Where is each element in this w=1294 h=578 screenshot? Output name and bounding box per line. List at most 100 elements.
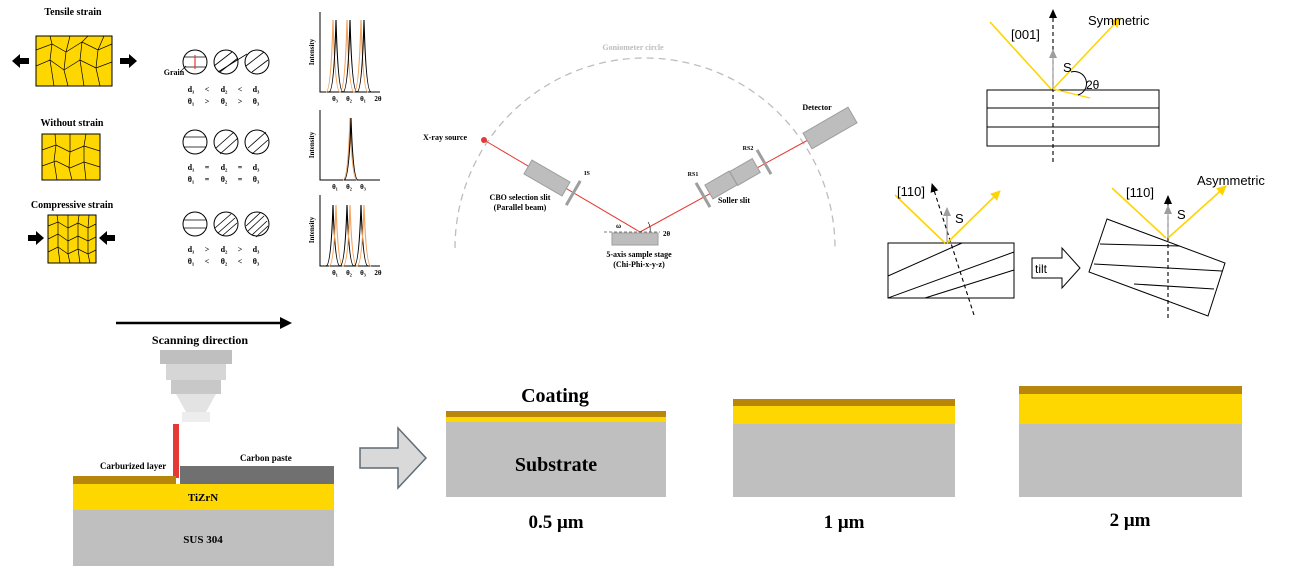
- rs1-label: RS1: [688, 172, 699, 178]
- svg-text:θ₃: θ₃: [332, 95, 338, 103]
- tensile-title: Tensile strain: [44, 7, 102, 18]
- rs2-label: RS2: [743, 146, 754, 152]
- stage-label: 5-axis sample stage: [606, 250, 672, 259]
- detector-label: Detector: [802, 103, 832, 112]
- sample-stage: [611, 232, 659, 246]
- peak-plot-none: Intensity θ₁ θ₂ θ₃: [308, 110, 380, 191]
- coating-sample-2um: 2 μm: [1019, 386, 1242, 531]
- symmetric-diffracted-ray: [1052, 17, 1121, 90]
- tensile-arrow-left-icon: [12, 54, 29, 68]
- svg-text:>: >: [205, 245, 210, 254]
- asymmetric-diffracted-ray-left: [946, 190, 1001, 244]
- symmetric-direction: [001]: [1011, 27, 1040, 42]
- thickness-label-1: 1 μm: [824, 512, 865, 533]
- process-arrow-icon: [359, 426, 428, 490]
- svg-text:θ₁: θ₁: [332, 183, 338, 191]
- asymmetric-s-label-left: S: [955, 211, 964, 226]
- svg-text:θ₁: θ₁: [188, 257, 195, 266]
- soller-slit-box-2: [729, 157, 761, 187]
- relation-rows: d₁ < d₂ < d₃ θ₁ > θ₂ > θ₃ d₁ = d₂ = d₃: [188, 85, 260, 266]
- goniometer-diagram: Goniometer circle X-ray source IS CBO se…: [423, 43, 858, 269]
- svg-text:θ₂: θ₂: [221, 175, 228, 184]
- svg-text:>: >: [205, 97, 210, 106]
- svg-text:d₂: d₂: [221, 245, 228, 254]
- svg-text:θ₃: θ₃: [253, 175, 260, 184]
- compressive-grains: [48, 215, 96, 263]
- asymmetric-normal-left: [930, 183, 975, 316]
- svg-text:θ₂: θ₂: [346, 183, 352, 191]
- asymmetric-geometry: [110] S tilt [110] S Asymmetric: [887, 173, 1265, 318]
- svg-text:d₃: d₃: [253, 163, 260, 172]
- cbo-slit-label: CBO selection slit: [490, 193, 551, 202]
- asymmetric-direction-left: [110]: [897, 184, 925, 199]
- stage-sublabel: (Chi-Phi-x-y-z): [613, 260, 665, 269]
- is-slit: [564, 180, 582, 206]
- asymmetric-diffracted-ray-right: [1167, 185, 1227, 239]
- is-label: IS: [584, 171, 590, 177]
- tensile-theta-relation: θ₁ > θ₂ > θ₃: [188, 97, 260, 106]
- peak-plot-compressive: Intensity θ₁ θ₂ θ₃ 2θ: [308, 195, 382, 277]
- asymmetric-incident-ray-left: [894, 194, 946, 244]
- scanning-arrow-head-icon: [280, 317, 292, 329]
- tensile-arrow-right-icon: [120, 54, 137, 68]
- tilt-label: tilt: [1035, 262, 1048, 276]
- soller-slit-label: Soller slit: [718, 196, 750, 205]
- compressive-arrow-left-icon: [28, 231, 44, 245]
- omega-label: ω: [616, 222, 621, 230]
- carbon-paste-label: Carbon paste: [240, 453, 292, 463]
- svg-text:θ₃: θ₃: [360, 269, 366, 277]
- sus304-label: SUS 304: [183, 534, 223, 546]
- scanning-direction-label: Scanning direction: [152, 333, 248, 347]
- thickness-label-2: 2 μm: [1110, 510, 1151, 531]
- svg-text:θ₃: θ₃: [253, 257, 260, 266]
- svg-text:d₂: d₂: [221, 85, 228, 94]
- symmetric-layers: [986, 89, 1160, 147]
- symmetric-s-label: S: [1063, 60, 1072, 75]
- grain-pointer: [179, 65, 187, 73]
- unstrained-grain-block: [41, 133, 101, 181]
- cbo-slit-sublabel: (Parallel beam): [494, 203, 547, 212]
- sus304-substrate: [73, 510, 334, 566]
- svg-text:=: =: [205, 163, 210, 172]
- goniometer-circle: [454, 57, 836, 249]
- carburized-layer: [73, 476, 176, 484]
- svg-text:θ₃: θ₃: [360, 183, 366, 191]
- tensile-ylabel: Intensity: [308, 38, 316, 65]
- svg-text:θ₁: θ₁: [188, 97, 195, 106]
- svg-text:θ₂: θ₂: [221, 257, 228, 266]
- goniometer-circle-label: Goniometer circle: [602, 43, 664, 52]
- compressive-arrow-right-icon: [99, 231, 115, 245]
- svg-text:θ₂: θ₂: [346, 269, 352, 277]
- symmetric-angle-arc: [1070, 71, 1087, 96]
- svg-text:<: <: [238, 257, 243, 266]
- thickness-label-0: 0.5 μm: [528, 512, 583, 533]
- unstrained-grains: [42, 134, 100, 180]
- detector-box: [802, 106, 858, 150]
- svg-text:d₃: d₃: [253, 85, 260, 94]
- svg-text:d₂: d₂: [221, 163, 228, 172]
- tensile-grain-block: [35, 35, 113, 87]
- xray-source-label: X-ray source: [423, 133, 468, 142]
- without-strain-title: Without strain: [41, 118, 104, 129]
- none-ylabel: Intensity: [308, 131, 316, 158]
- svg-text:d₁: d₁: [188, 85, 195, 94]
- symmetric-incident-ray: [989, 21, 1052, 90]
- svg-text:=: =: [238, 175, 243, 184]
- coating-sample-0-5um: Substrate 0.5 μm: [446, 411, 666, 533]
- svg-text:<: <: [205, 257, 210, 266]
- tizrn-label: TiZrN: [188, 492, 218, 504]
- symmetric-geometry: [001] Symmetric S 2θ: [986, 9, 1160, 162]
- tizrn-layer: [73, 484, 334, 510]
- svg-text:>: >: [238, 97, 243, 106]
- svg-text:=: =: [205, 175, 210, 184]
- laser-head-icon: [160, 350, 232, 422]
- svg-text:θ₁: θ₁: [360, 95, 366, 103]
- carbon-paste-layer: [180, 466, 334, 484]
- tensile-grains: [36, 36, 112, 86]
- cbo-slit-box: [523, 159, 571, 197]
- none-theta-relation: θ₁ = θ₂ = θ₃: [188, 175, 260, 184]
- rs2-slit: [755, 149, 773, 175]
- svg-text:θ₂: θ₂: [346, 95, 352, 103]
- laser-process-diagram: Scanning direction Carburized layer Carb…: [73, 317, 334, 566]
